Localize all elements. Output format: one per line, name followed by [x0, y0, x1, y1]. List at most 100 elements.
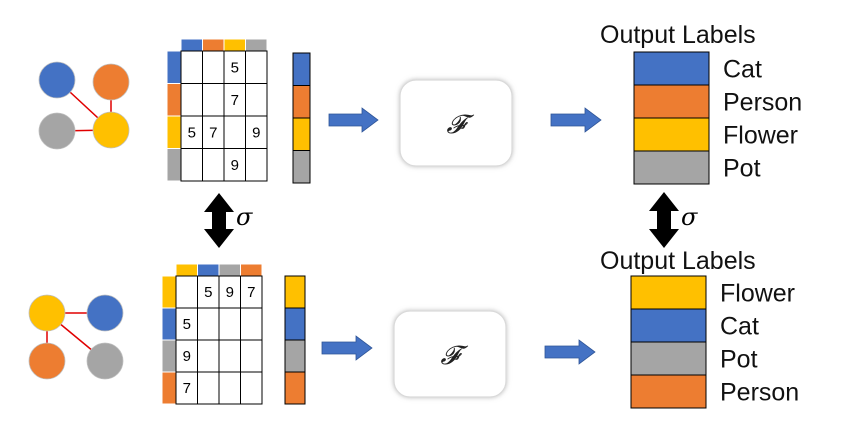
matrix-cell-value: 9 [231, 157, 239, 174]
graph-node [38, 61, 76, 99]
matrix-row-color [166, 115, 182, 149]
matrix-cell [197, 307, 220, 341]
output-label-swatch [630, 308, 707, 343]
matrix-cell [180, 148, 203, 182]
matrix-col-color [223, 38, 246, 52]
output-label-text: Flower [723, 122, 798, 150]
matrix-cell [202, 83, 225, 117]
vector-cell [284, 275, 306, 309]
output-label-text: Pot [723, 155, 761, 183]
output-label-swatch [633, 150, 710, 185]
output-label-swatch [633, 117, 710, 152]
vector-cell [284, 339, 306, 373]
vector-cell [284, 307, 306, 341]
matrix-cell-value: 5 [183, 316, 191, 333]
graph-node [92, 63, 130, 101]
matrix-row-color [161, 275, 177, 309]
matrix-cell [240, 339, 263, 373]
vector-cell [292, 52, 311, 86]
function-box [393, 310, 507, 398]
matrix-cell [218, 371, 241, 405]
matrix-cell [240, 371, 263, 405]
graph-node [28, 342, 66, 380]
matrix-cell [202, 50, 225, 84]
matrix-cell [245, 148, 268, 182]
matrix-col-color [218, 263, 241, 277]
graph-node [38, 112, 76, 150]
graph-node [86, 342, 124, 380]
matrix-cell [180, 83, 203, 117]
output-label-text: Person [720, 379, 799, 407]
matrix-cell [197, 339, 220, 373]
output-label-text: Cat [723, 56, 762, 84]
top-graph [38, 61, 130, 150]
matrix-cell [180, 50, 203, 84]
matrix-cell [240, 307, 263, 341]
output-label-text: Pot [720, 346, 758, 374]
output-label-swatch [630, 341, 707, 376]
output-label-swatch [633, 84, 710, 119]
matrix-cell [245, 50, 268, 84]
matrix-cell-value: 7 [209, 124, 217, 141]
matrix-col-color [175, 263, 198, 277]
matrix-row-color [161, 339, 177, 373]
matrix-cell [197, 371, 220, 405]
matrix-cell-value: 9 [226, 284, 234, 301]
matrix-cell [218, 307, 241, 341]
graph-node [86, 294, 124, 332]
matrix-cell [175, 275, 198, 309]
matrix-cell-value: 7 [183, 380, 191, 397]
top-label-vector [292, 52, 311, 184]
arrow-right-icon [550, 107, 602, 133]
arrow-right-icon [321, 335, 373, 361]
sigma-symbol: σ [236, 203, 253, 231]
matrix-cell-value: 9 [183, 348, 191, 365]
matrix-cell-value: 7 [247, 284, 255, 301]
matrix-row-color [166, 50, 182, 84]
vector-cell [284, 371, 306, 405]
arrow-right-icon [544, 339, 596, 365]
matrix-cell [202, 148, 225, 182]
output-labels-title: Output Labels [600, 247, 756, 275]
sigma-symbol: σ [681, 203, 698, 231]
matrix-cell [245, 83, 268, 117]
matrix-cell-value: 5 [188, 124, 196, 141]
output-label-swatch [630, 275, 707, 310]
output-label-swatch [630, 374, 707, 409]
matrix-col-color [240, 263, 263, 277]
bottom-graph [28, 294, 124, 380]
matrix-row-color [161, 371, 177, 405]
arrow-right-icon [328, 107, 379, 133]
matrix-cell [223, 115, 246, 149]
matrix-cell [218, 339, 241, 373]
vector-cell [292, 117, 311, 151]
matrix-col-color [180, 38, 203, 52]
matrix-row-color [166, 148, 182, 182]
matrix-row-color [166, 83, 182, 117]
matrix-col-color [202, 38, 225, 52]
matrix-cell-value: 5 [204, 284, 212, 301]
double-arrow-icon [204, 193, 234, 248]
graph-node [28, 294, 66, 332]
output-label-swatch [633, 51, 710, 86]
matrix-col-color [245, 38, 268, 52]
bottom-label-vector [284, 275, 306, 405]
output-label-text: Cat [720, 313, 759, 341]
output-labels-title: Output Labels [600, 21, 756, 49]
double-arrow-icon [649, 192, 679, 248]
matrix-cell-value: 7 [231, 92, 239, 109]
matrix-cell-value: 5 [231, 59, 239, 76]
matrix-col-color [197, 263, 220, 277]
function-box [399, 79, 513, 167]
output-label-text: Person [723, 89, 802, 117]
matrix-row-color [161, 307, 177, 341]
matrix-cell-value: 9 [252, 124, 260, 141]
graph-node [92, 111, 130, 149]
vector-cell [292, 150, 311, 184]
output-label-text: Flower [720, 280, 795, 308]
